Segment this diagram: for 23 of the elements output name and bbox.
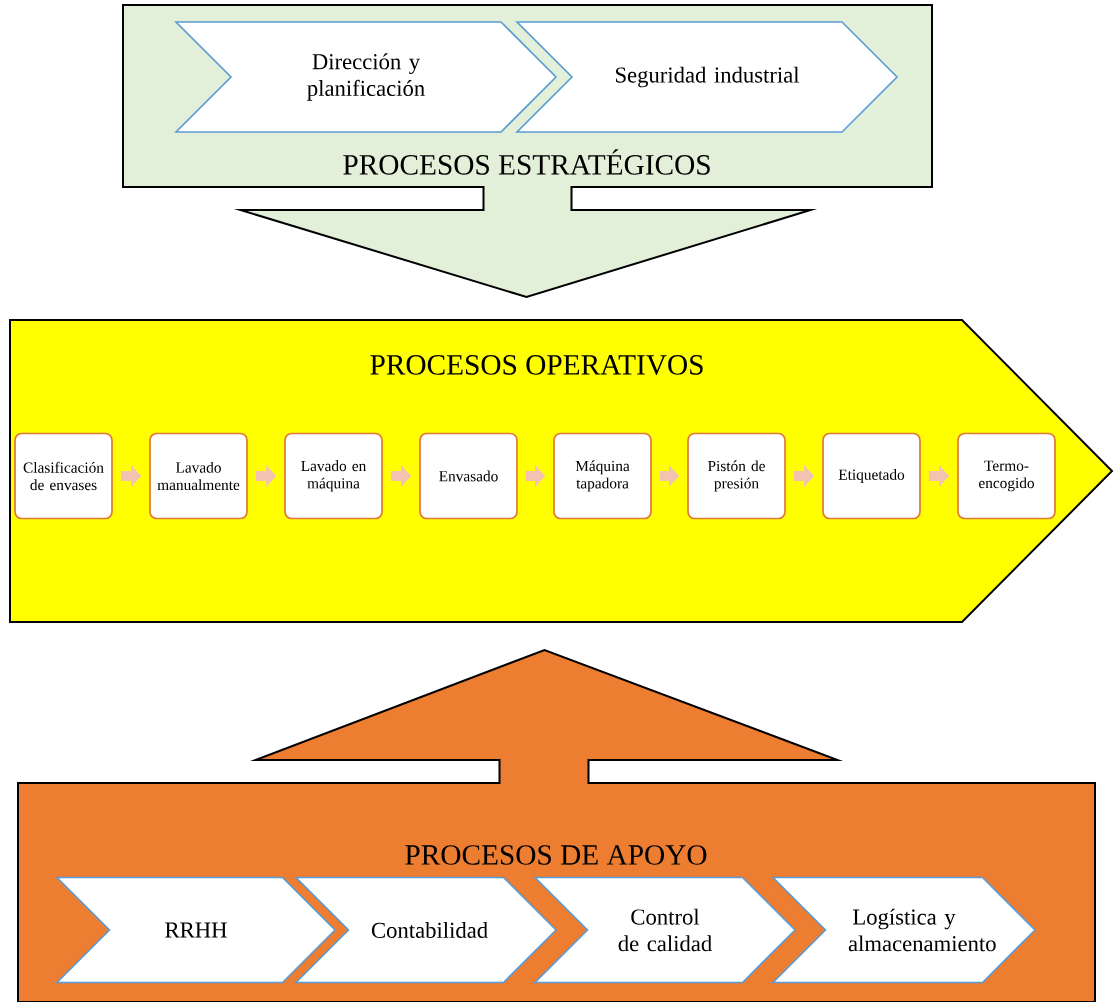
- chevron-box: RRHH: [55, 876, 337, 984]
- arrow: [525, 465, 546, 487]
- arrow: [120, 465, 142, 487]
- step-box: Lavado en máquina: [284, 432, 383, 520]
- arrow: [793, 465, 815, 487]
- step-box: Lavado manualmente: [149, 432, 248, 520]
- node-label: Contabilidad: [371, 922, 488, 938]
- chevron-box: Dirección y planificación: [174, 21, 558, 133]
- step-box: Etiquetado: [822, 432, 921, 520]
- step-box: Clasificación de envases: [14, 432, 113, 520]
- chevron-box: Logística y almacenamiento: [771, 876, 1037, 984]
- node-label: RRHH: [165, 922, 227, 938]
- arrow: [928, 465, 950, 487]
- arrow: [255, 465, 277, 487]
- arrow: [390, 465, 412, 487]
- step-box: Termo-encogido: [957, 432, 1056, 520]
- chevron-box: Seguridad industrial: [515, 21, 899, 133]
- step-box: Envasado: [419, 432, 518, 520]
- arrow: [659, 465, 680, 487]
- chevron-box: Contabilidad: [294, 876, 558, 984]
- step-box: Pistón de presión: [687, 432, 786, 520]
- step-box: Máquina tapadora: [553, 432, 652, 520]
- chevron-box: Control de calidad: [533, 876, 797, 984]
